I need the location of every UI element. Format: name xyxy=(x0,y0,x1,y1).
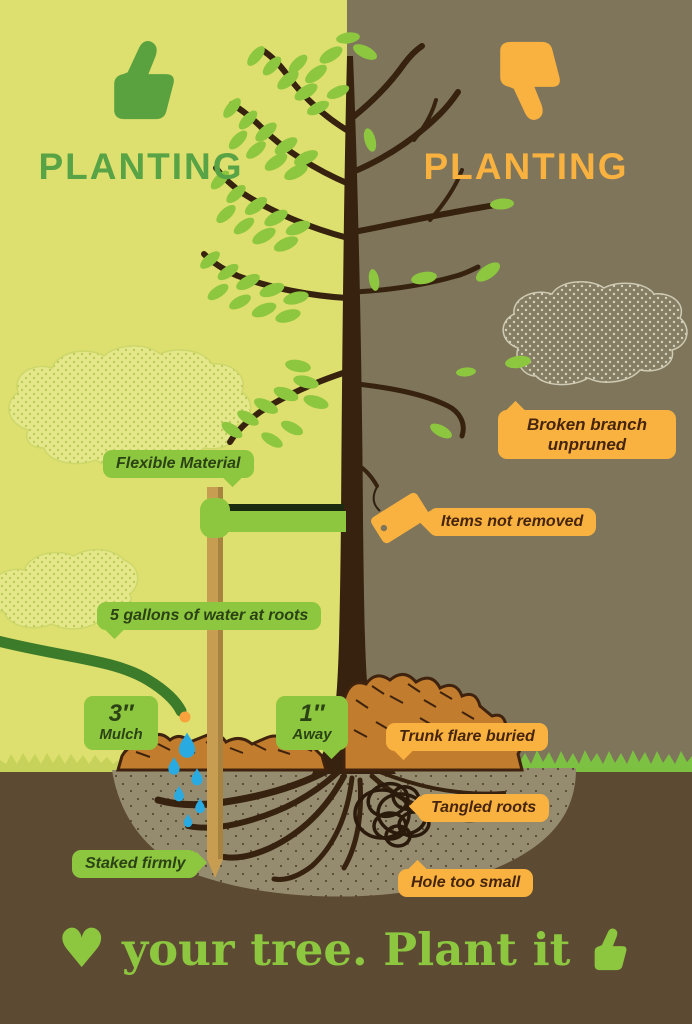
thumbs-down-icon xyxy=(484,34,574,129)
label-items-not-removed: Items not removed xyxy=(418,508,597,537)
garden-hose xyxy=(0,635,191,723)
label-broken-branch: Broken branch unpruned xyxy=(498,400,676,460)
flexible-strap xyxy=(200,498,346,538)
label-flexible-material: Flexible Material xyxy=(103,450,254,488)
label-hole-too-small: Hole too small xyxy=(398,859,534,898)
price-tag xyxy=(371,486,429,544)
bad-side-title: PLANTING xyxy=(423,146,629,187)
leaves xyxy=(200,32,531,448)
hose-nozzle xyxy=(179,711,191,723)
ghost-canopy-cloud-right xyxy=(502,281,688,386)
thumbs-up-icon xyxy=(586,924,634,974)
label-staked-firmly: Staked firmly xyxy=(72,850,208,879)
shrub-cloud-left-upper xyxy=(8,345,252,468)
label-water-at-roots: 5 gallons of water at roots xyxy=(97,602,322,640)
broken-branch xyxy=(354,381,466,439)
footer-slogan: ♥ your tree. Plant it xyxy=(0,922,692,976)
tree-trunk xyxy=(312,56,396,774)
grass-right xyxy=(486,750,692,772)
heart-icon: ♥ xyxy=(57,917,106,980)
label-3in-mulch: 3″ Mulch xyxy=(84,696,158,750)
label-trunk-flare-buried: Trunk flare buried xyxy=(386,723,548,761)
tree xyxy=(200,32,531,774)
slogan-text: your tree. Plant it xyxy=(121,922,571,976)
label-tangled-roots: Tangled roots xyxy=(408,794,550,823)
support-stake xyxy=(207,487,223,878)
label-1in-away: 1″ Away xyxy=(276,696,348,760)
grass-left xyxy=(0,753,120,772)
thumbs-up-icon xyxy=(98,32,188,127)
good-side-title: PLANTING xyxy=(38,146,244,187)
